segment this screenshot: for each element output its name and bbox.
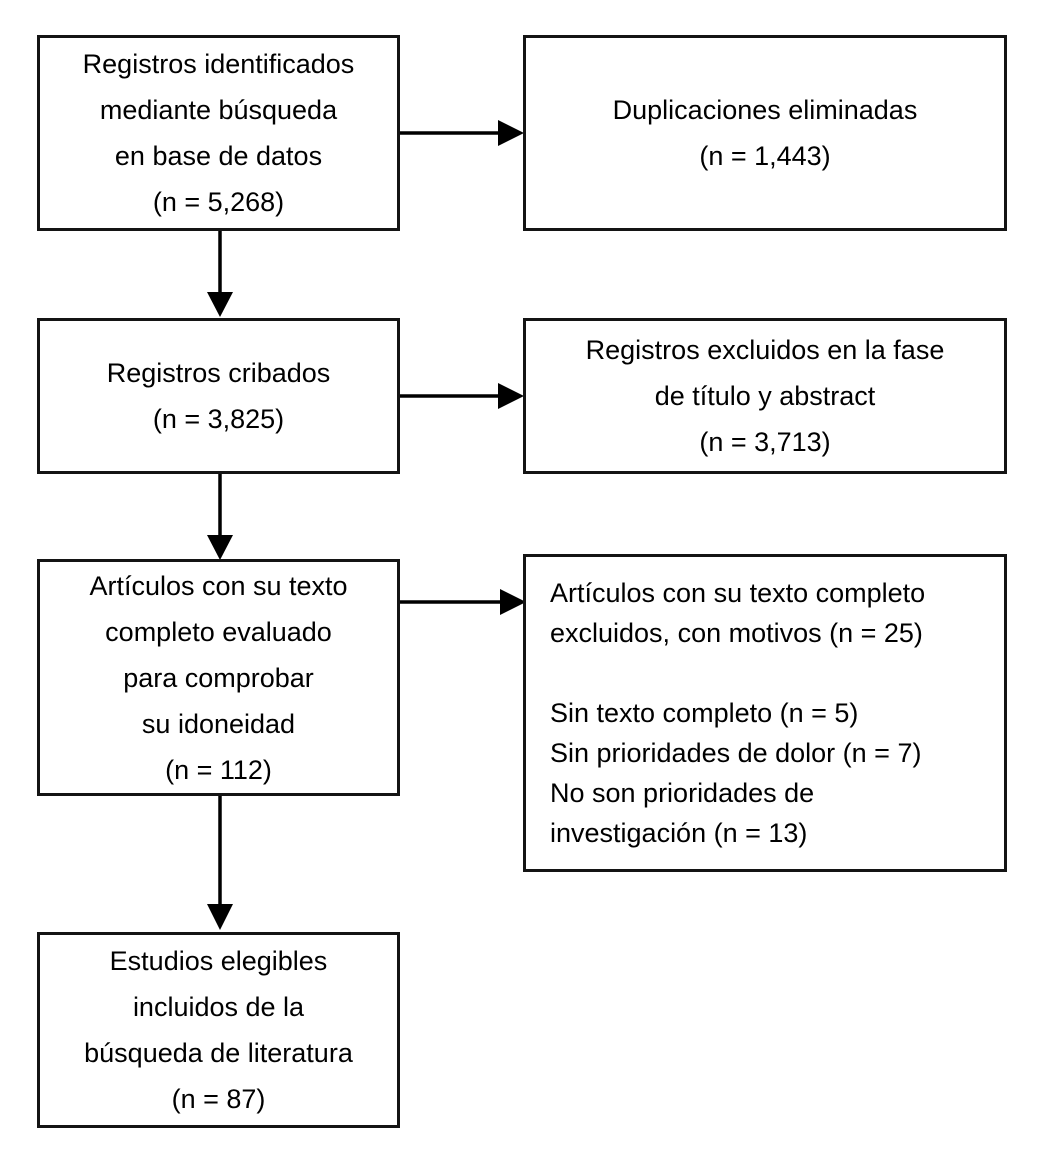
box-reason-line: Sin texto completo (n = 5) [550, 698, 859, 728]
box-reason-line: No son prioridades de [550, 778, 815, 808]
box-reason-line: Sin prioridades de dolor (n = 7) [550, 738, 922, 768]
box-count-line: (n = 3,713) [699, 427, 831, 457]
box-registros-identificados: Registros identificados mediante búsqued… [37, 35, 400, 231]
box-text-line: excluidos, con motivos (n = 25) [550, 618, 923, 648]
box-text-line: Artículos con su texto completo [550, 578, 926, 608]
box-text-line: Registros identificados [82, 49, 355, 79]
box-text-line: su idoneidad [141, 708, 296, 739]
box-count-line: (n = 87) [171, 1084, 266, 1114]
box-count-line: (n = 1,443) [699, 141, 831, 171]
box-text-line: búsqueda de literatura [84, 1038, 353, 1068]
box-count-line: (n = 5,268) [152, 187, 285, 217]
box-text-line: de título y abstract [654, 381, 876, 411]
box-duplicaciones-eliminadas: Duplicaciones eliminadas (n = 1,443) [523, 35, 1007, 231]
box-text-line: en base de datos [114, 141, 323, 171]
box-count-line: (n = 112) [165, 754, 272, 785]
box-count-line: (n = 3,825) [152, 404, 285, 434]
box-estudios-elegibles-incluidos: Estudios elegibles incluidos de la búsqu… [37, 932, 400, 1128]
box-reason-line: investigación (n = 13) [550, 818, 808, 848]
arrow-cribados-to-excluidos-titulo [400, 383, 524, 409]
box-text-line: para comprobar [123, 662, 314, 693]
box-text-line: Artículos con su texto [89, 570, 348, 601]
box-articulos-texto-completo-evaluado: Artículos con su texto completo evaluado… [37, 559, 400, 796]
arrow-cribados-to-texto-completo [207, 474, 233, 560]
box-registros-excluidos-titulo-abstract: Registros excluidos en la fase de título… [523, 318, 1007, 474]
arrow-identificados-to-cribados [207, 231, 233, 317]
box-registros-cribados: Registros cribados (n = 3,825) [37, 318, 400, 474]
box-text-line: Estudios elegibles [109, 946, 328, 976]
box-text-line: Registros excluidos en la fase [585, 335, 945, 365]
box-text-line: Duplicaciones eliminadas [612, 95, 918, 125]
arrow-texto-completo-to-incluidos [207, 796, 233, 930]
box-text-line: mediante búsqueda [99, 95, 338, 125]
arrow-texto-completo-to-excluidos-motivos [400, 589, 526, 615]
box-text-line: Registros cribados [106, 358, 331, 388]
box-articulos-excluidos-con-motivos: Artículos con su texto completo excluido… [523, 554, 1007, 872]
box-text-line: completo evaluado [105, 616, 332, 647]
box-text-line: incluidos de la [132, 992, 305, 1022]
arrow-identificados-to-duplicaciones [400, 120, 524, 146]
